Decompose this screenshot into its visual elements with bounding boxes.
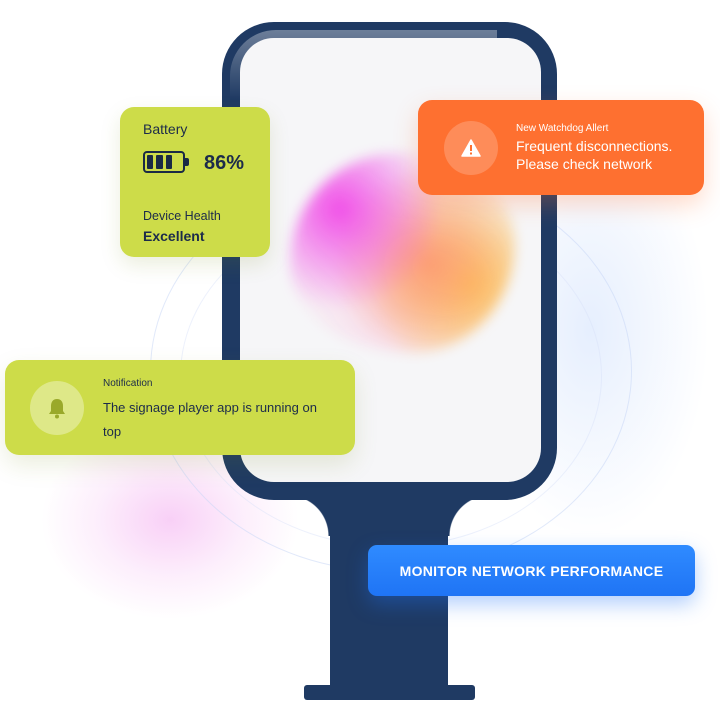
battery-percent: 86% (204, 152, 245, 174)
alert-kicker: New Watchdog Allert (516, 123, 609, 134)
kiosk-base (304, 685, 475, 700)
warning-triangle-icon (444, 121, 498, 175)
monitor-network-performance-button[interactable]: MONITOR NETWORK PERFORMANCE (368, 545, 695, 596)
kiosk-stand (288, 496, 490, 696)
battery-title: Battery (143, 121, 188, 137)
notification-message: The signage player app is running on top (103, 400, 317, 439)
battery-icon (143, 151, 189, 173)
device-health-label: Device Health (143, 209, 221, 223)
watchdog-alert-card[interactable]: New Watchdog Allert Frequent disconnecti… (418, 100, 704, 195)
notification-card[interactable]: Notification The signage player app is r… (5, 360, 355, 455)
bell-icon (30, 381, 84, 435)
device-health-value: Excellent (143, 228, 205, 244)
notification-kicker: Notification (103, 378, 153, 389)
battery-card: Battery 86% Device Health Excellent (120, 107, 270, 257)
alert-message: Frequent disconnections. Please check ne… (516, 138, 673, 172)
